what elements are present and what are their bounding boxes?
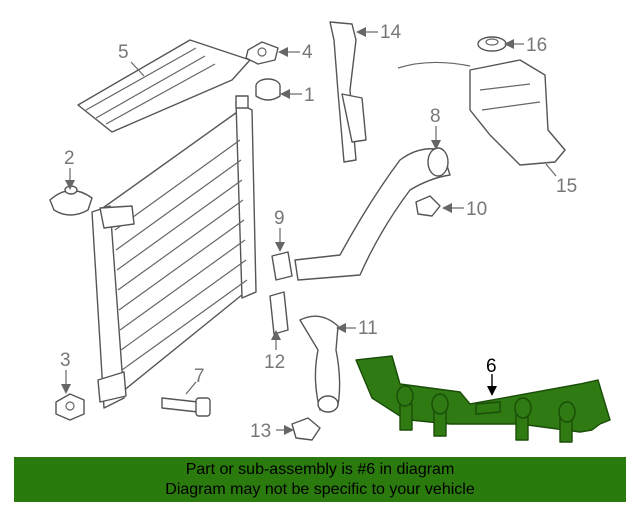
callout-5: 5	[118, 42, 129, 63]
part-3-drain-plug[interactable]	[55, 393, 85, 421]
banner-line-part-number: Part or sub-assembly is #6 in diagram	[185, 461, 455, 478]
callout-1: 1	[304, 85, 315, 106]
callout-12: 12	[264, 352, 285, 373]
info-banner: Part or sub-assembly is #6 in diagram Di…	[14, 457, 626, 502]
part-7-bolt[interactable]	[161, 397, 211, 417]
leader-lines	[61, 27, 557, 435]
callout-2: 2	[64, 148, 75, 169]
part-4-mount[interactable]	[245, 41, 279, 65]
callout-7: 7	[194, 366, 205, 387]
callout-3: 3	[60, 350, 71, 371]
callout-13: 13	[250, 421, 271, 442]
radiator-core	[91, 95, 257, 409]
part-16-reservoir-cap[interactable]	[477, 36, 507, 52]
callout-16: 16	[526, 35, 547, 56]
callout-15: 15	[556, 176, 577, 197]
part-10-clamp[interactable]	[415, 195, 441, 217]
callout-14: 14	[380, 22, 402, 43]
callout-11: 11	[358, 318, 378, 339]
callout-labels: 5 4 1 2 3 7 14 16 15 8 10 9 11 12 13 6	[60, 22, 577, 442]
part-11-lower-hose[interactable]	[299, 315, 341, 413]
part-8-upper-hose[interactable]	[294, 147, 451, 281]
callout-9: 9	[274, 208, 285, 229]
banner-line-disclaimer: Diagram may not be specific to your vehi…	[165, 481, 475, 498]
callout-4: 4	[302, 42, 313, 63]
exploded-parts-diagram: 5 4 1 2 3 7 14 16 15 8 10 9 11 12 13 6	[49, 21, 611, 443]
callout-8: 8	[430, 106, 441, 127]
part-12-clip[interactable]	[269, 291, 289, 335]
part-13-clamp[interactable]	[291, 417, 321, 441]
part-9-clamp[interactable]	[271, 251, 293, 281]
part-15-coolant-reservoir[interactable]	[397, 59, 566, 166]
part-5-upper-seal[interactable]	[77, 39, 251, 133]
callout-6-highlighted: 6	[486, 356, 497, 377]
callout-10: 10	[466, 199, 487, 220]
part-2-fastener[interactable]	[49, 185, 93, 216]
part-14-bracket[interactable]	[329, 21, 367, 163]
part-1-radiator-cap[interactable]	[255, 78, 281, 101]
part-6-lower-shield-highlighted[interactable]	[355, 355, 611, 443]
